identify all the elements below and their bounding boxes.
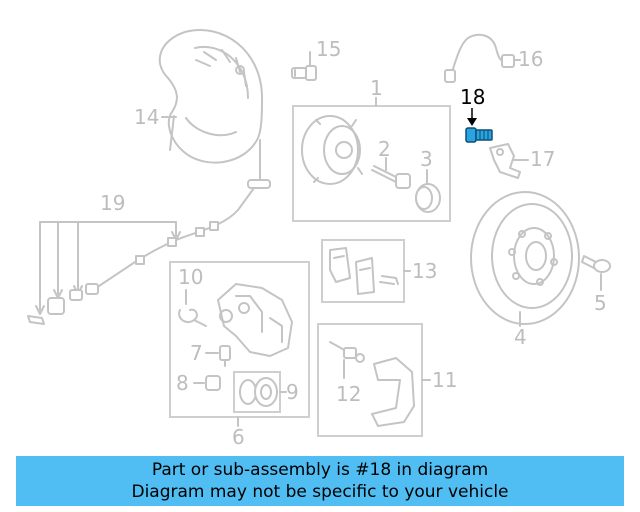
callout-17: 17 [530,147,555,171]
callout-4: 4 [514,325,527,349]
callout-5: 5 [594,291,607,315]
part-5-screw [581,255,611,273]
part-18-banjo-bolt [465,108,493,143]
callout-6: 6 [232,425,245,449]
callout-10: 10 [178,265,203,289]
part-1-hub [301,115,363,185]
part-19-abs-sensor [27,139,271,325]
callout-16: 16 [518,47,543,71]
part-6-caliper [217,283,293,357]
callout-1: 1 [370,76,383,100]
part-4-brake-disc [470,191,580,325]
part-16-brake-hose [444,33,515,83]
part-12-guide-pin [329,341,365,363]
callout-19: 19 [100,191,125,215]
part-8-cap [205,375,221,391]
part-11-caliper-bracket [371,357,415,427]
callout-14: 14 [134,105,159,129]
box-part-1 [292,105,451,222]
callout-8: 8 [176,371,189,395]
part-2-wheel-bolt [371,165,411,189]
banner-line-2: Diagram may not be specific to your vehi… [131,482,509,502]
callout-7: 7 [190,341,203,365]
parts-diagram: 14 15 16 18 17 1 [27,29,611,449]
callout-2: 2 [378,137,391,161]
part-15-bolt [291,65,317,81]
part-3-cap [415,183,441,213]
part-10-spring [178,289,207,327]
callout-3: 3 [420,147,433,171]
part-7-bleeder [219,345,231,367]
callout-18: 18 [460,85,485,109]
callout-12: 12 [336,382,361,406]
callout-13: 13 [412,259,437,283]
part-13-brake-pads [329,247,399,295]
banner-line-1: Part or sub-assembly is #18 in diagram [151,460,489,480]
callout-15: 15 [316,37,341,61]
callout-9: 9 [286,380,299,404]
part-17-bracket [489,143,521,179]
part-9-seal-kit [239,377,278,407]
info-banner: Part or sub-assembly is #18 in diagram D… [16,456,624,506]
box-part-6 [169,261,310,418]
part-14-dust-shield [158,29,263,164]
callout-11: 11 [432,368,457,392]
